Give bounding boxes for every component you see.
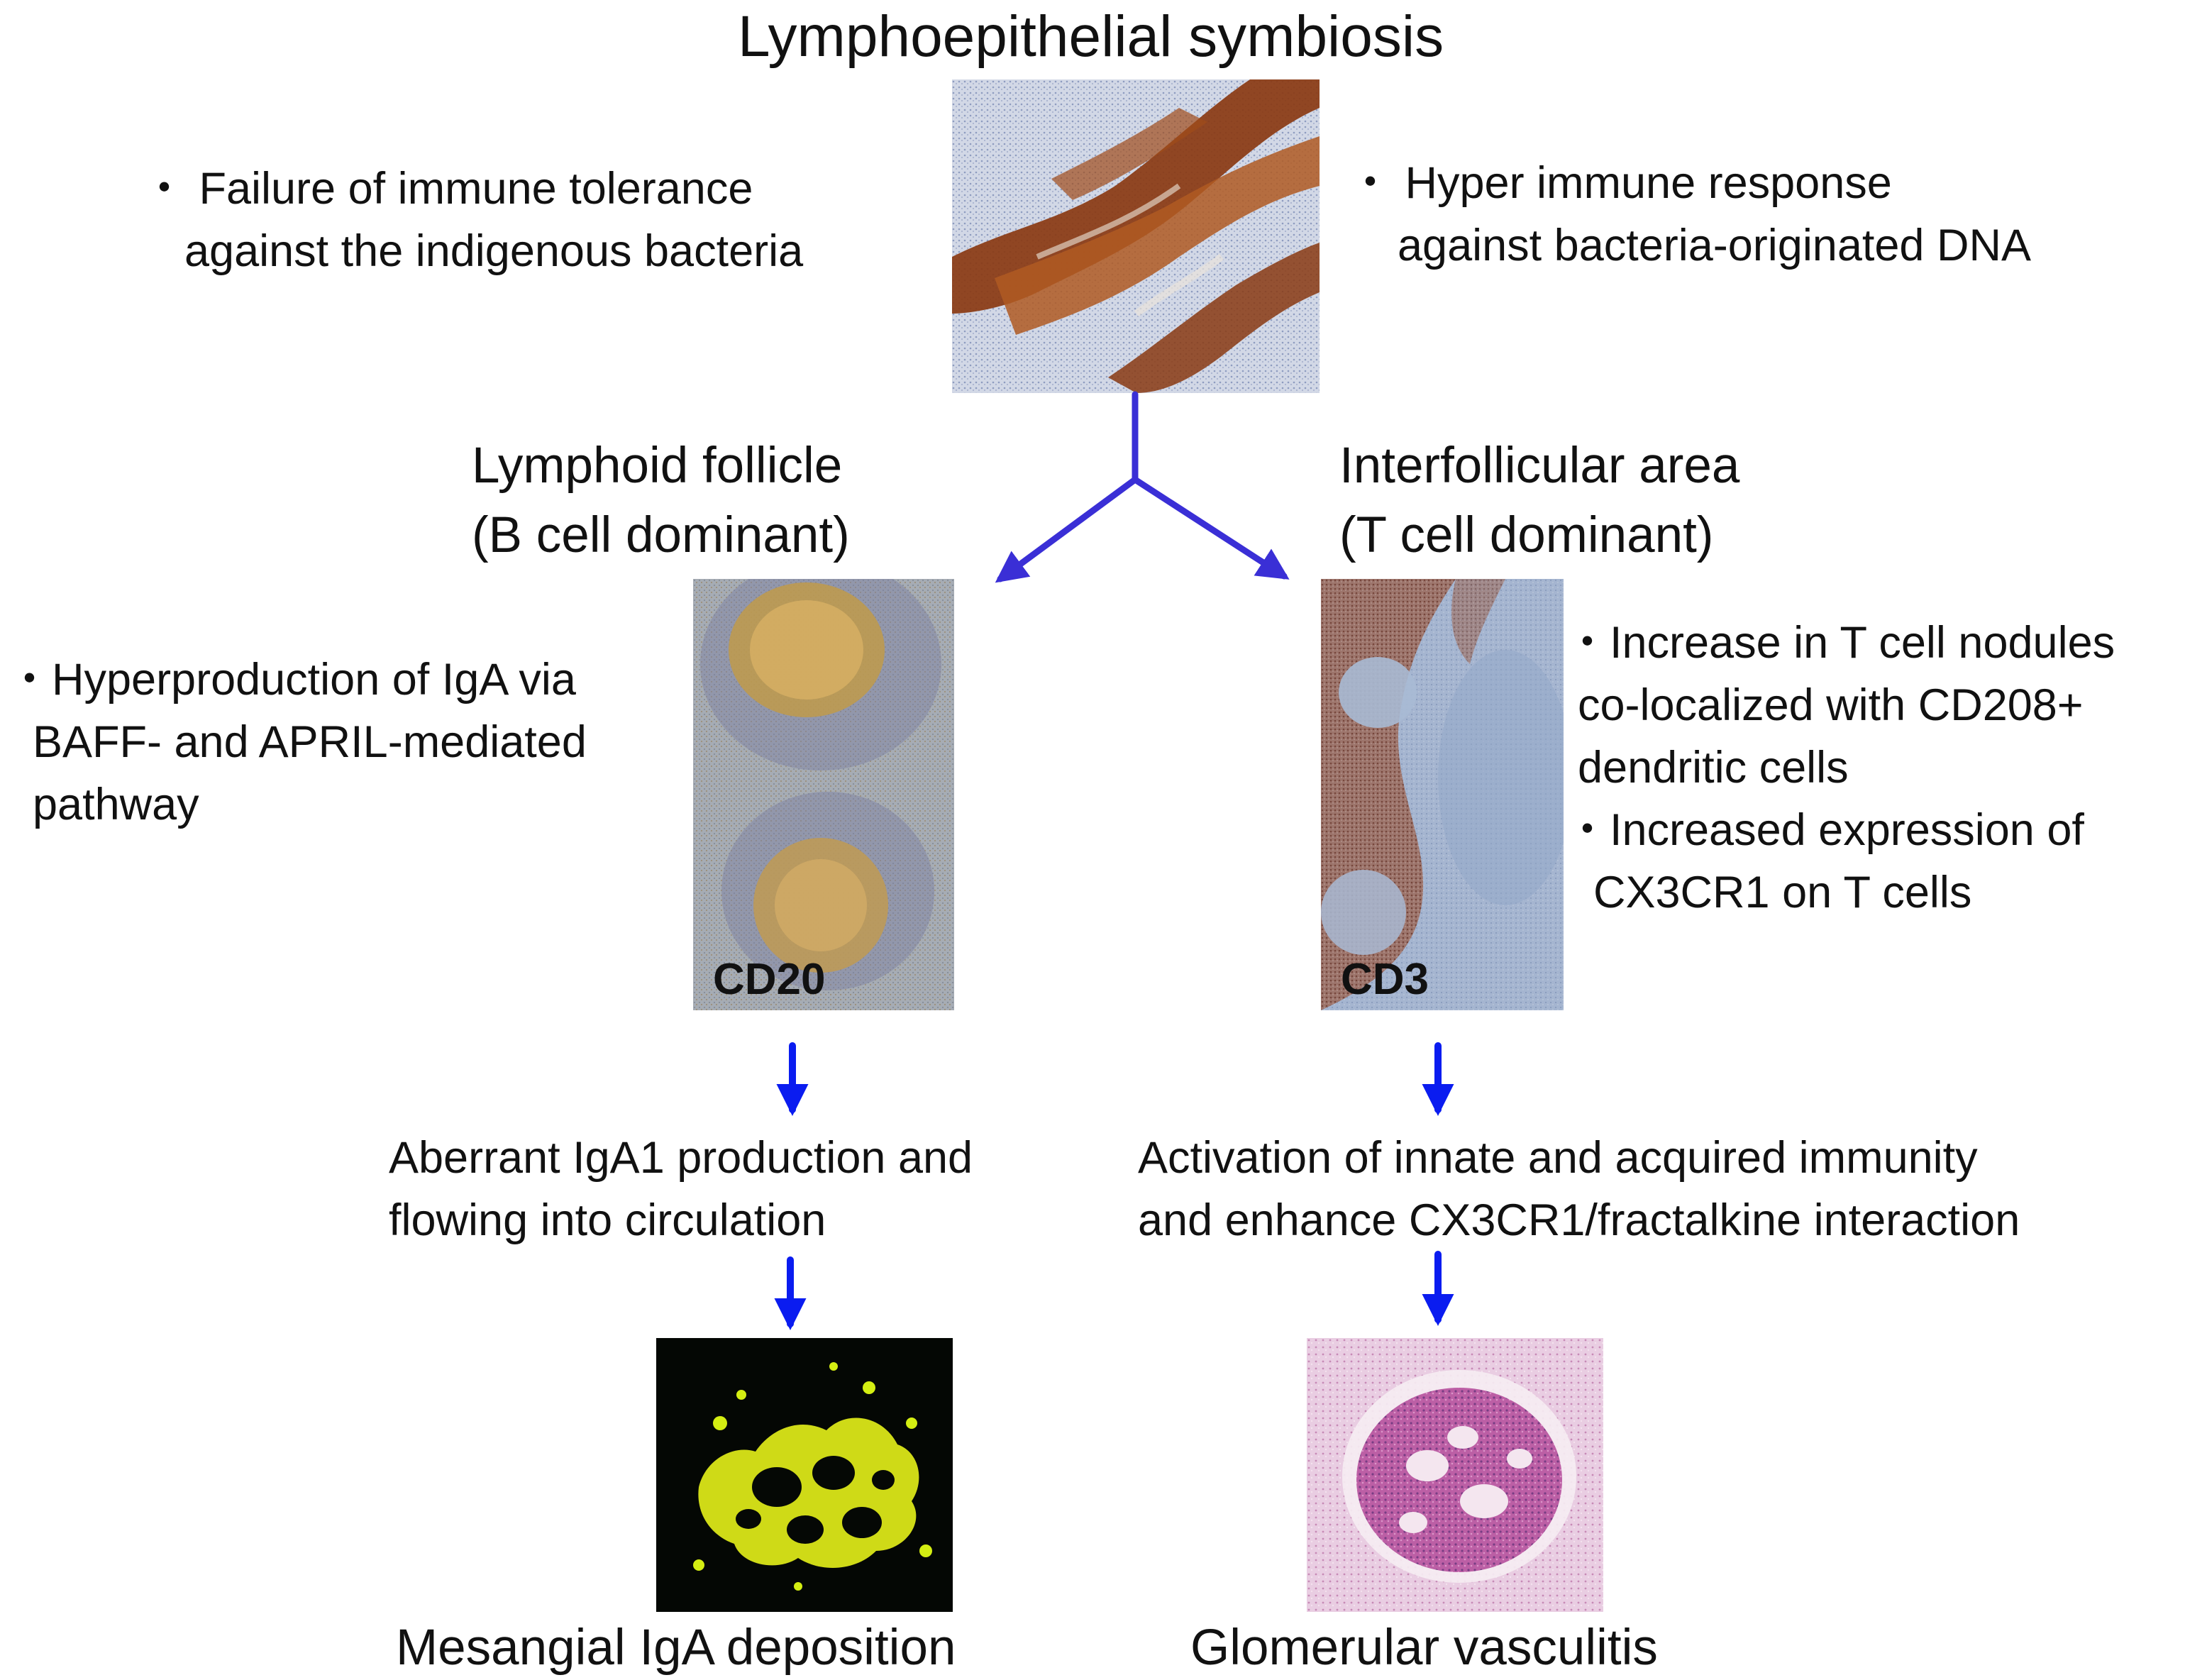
tolerance-note-line: against the indigenous bacteria	[184, 226, 804, 276]
t-cell-note-line: ・Increased expression of	[1565, 805, 2084, 855]
cd3-image-art	[1321, 579, 1564, 1010]
cd20-image-art	[693, 579, 954, 1010]
glomerulus-pas-micrograph	[1307, 1338, 1603, 1612]
tonsil-image-art	[952, 79, 1320, 393]
t-cell-note-line: co-localized with CD208+	[1578, 680, 2084, 730]
iga-hyperproduction-note: ・Hyperproduction of IgA via BAFF- and AP…	[7, 648, 587, 836]
mesangial-iga-deposition-label: Mesangial IgA deposition	[396, 1620, 956, 1676]
immunity-activation-note: Activation of innate and acquired immuni…	[1138, 1127, 2020, 1251]
lymphoid-follicle-heading: Lymphoid follicle (B cell dominant)	[472, 431, 850, 570]
glomerulus-image-art	[1307, 1338, 1603, 1612]
immune-response-note-line: ・ Hyper immune response	[1348, 158, 1892, 208]
page-title: Lymphoepithelial symbiosis	[738, 4, 1444, 69]
t-cell-note: ・Increase in T cell nodules co-localized…	[1565, 612, 2115, 924]
t-cell-note-line: ・Increase in T cell nodules	[1565, 618, 2115, 668]
aberrant-iga1-note-line: Aberrant IgA1 production and	[389, 1133, 973, 1183]
iga-hyperproduction-note-line: pathway	[33, 780, 199, 829]
immune-response-note: ・ Hyper immune response against bacteria…	[1348, 152, 2031, 277]
cd3-label: CD3	[1341, 955, 1429, 1004]
tolerance-note-line: ・ Failure of immune tolerance	[142, 164, 753, 214]
cd20-label: CD20	[713, 955, 826, 1004]
interfollicular-area-heading-line: (T cell dominant)	[1339, 507, 1714, 563]
immune-response-note-line: against bacteria-originated DNA	[1398, 221, 2031, 270]
glomerular-vasculitis-label: Glomerular vasculitis	[1190, 1620, 1658, 1676]
iga-immunofluorescence-micrograph	[656, 1338, 953, 1612]
iga-hyperproduction-note-line: ・Hyperproduction of IgA via	[7, 655, 576, 704]
iga-image-art	[656, 1338, 953, 1612]
tolerance-note: ・ Failure of immune tolerance against th…	[142, 158, 803, 282]
split-arrow-right	[1132, 476, 1290, 580]
lymphoid-follicle-heading-line: Lymphoid follicle	[472, 438, 843, 494]
split-arrow	[995, 391, 1290, 583]
lymphoid-follicle-heading-line: (B cell dominant)	[472, 507, 850, 563]
aberrant-iga1-note: Aberrant IgA1 production and flowing int…	[389, 1127, 973, 1251]
tonsil-epithelium-micrograph	[952, 79, 1320, 393]
aberrant-iga1-note-line: flowing into circulation	[389, 1195, 826, 1245]
t-cell-note-line: dendritic cells	[1578, 743, 1849, 792]
t-cell-note-line: CX3CR1 on T cells	[1593, 868, 1972, 917]
cd3-stain-micrograph: CD3	[1321, 579, 1564, 1010]
interfollicular-area-heading-line: Interfollicular area	[1339, 438, 1740, 494]
immunity-activation-note-line: Activation of innate and acquired immuni…	[1138, 1133, 1978, 1183]
immunity-activation-note-line: and enhance CX3CR1/fractalkine interacti…	[1138, 1195, 2020, 1245]
split-arrow-left	[995, 476, 1139, 583]
cd20-stain-micrograph: CD20	[693, 579, 954, 1010]
iga-hyperproduction-note-line: BAFF- and APRIL-mediated	[33, 717, 587, 767]
interfollicular-area-heading: Interfollicular area (T cell dominant)	[1339, 431, 1739, 570]
